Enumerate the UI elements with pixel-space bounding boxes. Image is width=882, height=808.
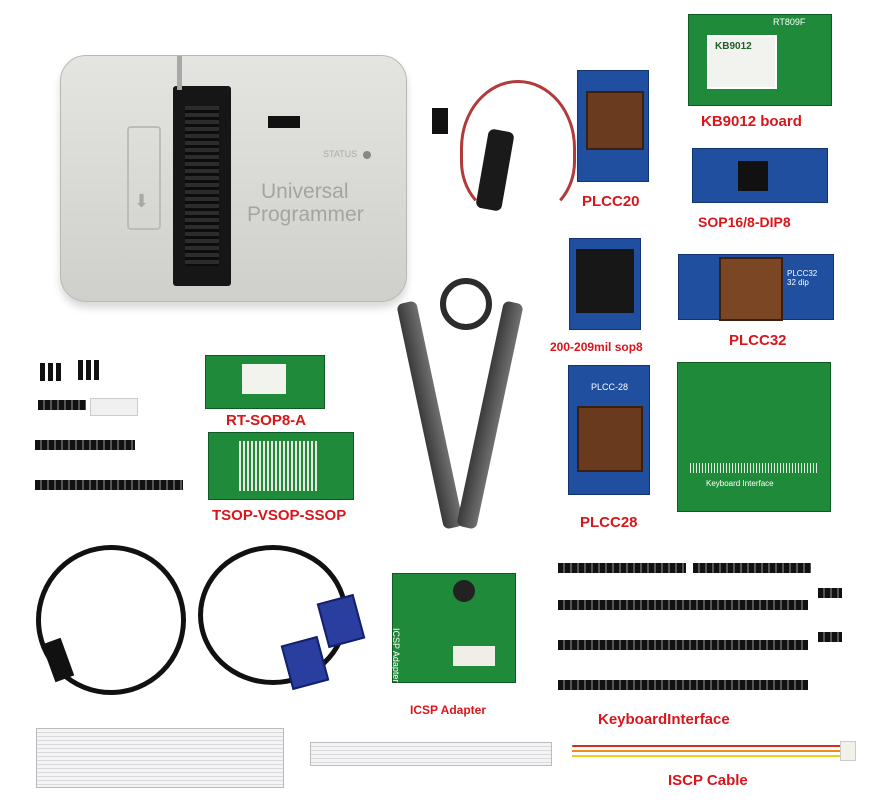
pin-header-small-1	[40, 363, 62, 381]
sop8-200mil-label: 200-209mil sop8	[550, 340, 643, 354]
pin-header-long-3	[558, 600, 808, 610]
plcc32-label: PLCC32	[729, 332, 787, 349]
rt-sop8-adapter	[205, 355, 325, 409]
sop16-adapter	[692, 148, 828, 203]
chip-orientation-slot	[127, 126, 161, 230]
zif-socket	[173, 86, 231, 286]
pin-header-row-3	[35, 480, 183, 490]
chip-extractor-left-arm	[396, 300, 464, 530]
icsp-port	[268, 116, 300, 128]
pin-header-long-5	[558, 680, 808, 690]
programmer-title-line1: Universal	[261, 180, 349, 203]
pin-header-long-4	[558, 640, 808, 650]
plcc28-adapter: PLCC-28	[568, 365, 650, 495]
pin-socket-white	[90, 398, 138, 416]
chip-extractor-hinge	[440, 278, 492, 330]
plcc20-label: PLCC20	[582, 193, 640, 210]
status-led	[363, 151, 371, 159]
icsp-board-text: ICSP Adapter	[391, 628, 401, 683]
kb9012-chip-label: KB9012	[715, 41, 752, 52]
iscp-connector	[840, 741, 856, 761]
tsop-label: TSOP-VSOP-SSOP	[212, 507, 347, 524]
kb9012-label: KB9012 board	[701, 113, 802, 130]
pin-header-long-2	[693, 563, 811, 573]
ribbon-cable-1	[36, 728, 284, 788]
arrow-down-icon: ⬇	[134, 191, 150, 211]
test-clip-connector	[432, 108, 448, 134]
iscp-wire-yellow	[572, 755, 842, 757]
chip-extractor-right-arm	[456, 300, 524, 530]
programmer-device: ⬇ STATUS Universal Programmer	[60, 55, 407, 302]
tsop-adapter	[208, 432, 354, 500]
zif-lever	[177, 56, 182, 90]
pin-header-small-2	[78, 360, 100, 380]
keyboard-interface-label: KeyboardInterface	[598, 711, 730, 728]
keyboard-interface-board: Keyboard Interface	[677, 362, 831, 512]
usb-cable	[36, 545, 186, 695]
test-clip-cable	[460, 80, 576, 216]
plcc28-board-text: PLCC-28	[591, 382, 629, 392]
kb9012-top-label: RT809F	[773, 17, 806, 27]
plcc32-board-text: PLCC32 32 dip	[787, 269, 818, 287]
plcc32-adapter: PLCC32 32 dip	[678, 254, 834, 321]
plcc28-label: PLCC28	[580, 514, 638, 531]
icsp-adapter-board: ICSP Adapter	[391, 573, 516, 683]
iscp-wire-red	[572, 745, 842, 747]
plcc20-adapter	[577, 70, 649, 182]
rt-sop8-label: RT-SOP8-A	[226, 412, 307, 429]
pin-header-row-2	[35, 440, 135, 450]
icsp-label: ICSP Adapter	[410, 703, 487, 717]
pin-header-long-1	[558, 563, 686, 573]
keyboard-board-text: Keyboard Interface	[706, 479, 774, 488]
pin-header-short-1	[818, 588, 842, 598]
iscp-wire-orange	[572, 750, 842, 752]
pin-header-row-1	[38, 400, 86, 410]
kb9012-chip-area	[707, 35, 777, 89]
iscp-cable-label: ISCP Cable	[668, 772, 748, 789]
programmer-title-line2: Programmer	[247, 203, 364, 226]
sop16-label: SOP16/8-DIP8	[698, 214, 791, 230]
kb9012-board: KB9012 RT809F	[688, 14, 832, 106]
pin-header-short-2	[818, 632, 842, 642]
status-label: STATUS	[323, 149, 358, 159]
sop8-200mil-adapter	[569, 238, 641, 330]
ribbon-cable-2	[310, 742, 552, 766]
